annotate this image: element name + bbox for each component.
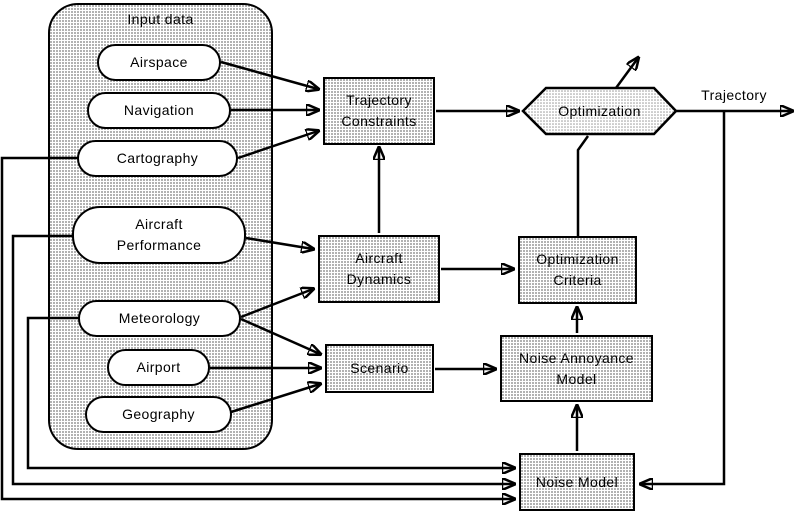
connector-optimization-iteration-arrow [614, 58, 638, 89]
connector-cartography-to-trajectory-constraints [237, 131, 318, 160]
input-data-title: Input data [127, 11, 194, 27]
optimization-label-wrap: Optimization [523, 88, 676, 134]
aircraft-performance-label: Aircraft Performance [116, 216, 202, 253]
noise-annoyance-model-label: Noise Annoyance Model [519, 349, 634, 387]
navigation-label: Navigation [123, 102, 195, 118]
connector-geography-to-scenario [230, 384, 320, 414]
connector-meteorology-to-aircraft-dynamics [240, 289, 313, 319]
box-aircraft-dynamics[interactable]: Aircraft Dynamics [318, 235, 440, 303]
airport-label: Airport [136, 359, 181, 375]
input-pill-cartography[interactable]: Cartography [77, 140, 238, 177]
input-pill-airspace[interactable]: Airspace [97, 44, 221, 81]
connector-aircraft-performance-to-aircraft-dynamics [245, 236, 313, 249]
optimization-hexagon[interactable] [521, 86, 678, 136]
input-pill-meteorology[interactable]: Meteorology [78, 300, 241, 337]
connector-meteorology-to-noise-model [26, 316, 514, 468]
aircraft-dynamics-label: Aircraft Dynamics [346, 250, 412, 287]
meteorology-label: Meteorology [118, 310, 201, 326]
input-pill-airport[interactable]: Airport [107, 349, 210, 386]
input-pill-navigation[interactable]: Navigation [87, 92, 231, 129]
scenario-label: Scenario [350, 360, 409, 376]
connector-meteorology-to-scenario [240, 317, 320, 354]
box-noise-model[interactable]: Noise Model [519, 453, 635, 511]
connector-aircraft-performance-to-noise-model [11, 234, 514, 484]
input-pill-geography[interactable]: Geography [85, 396, 232, 433]
box-scenario[interactable]: Scenario [325, 344, 434, 393]
connector-optimization-criteria-to-optimization [576, 135, 590, 236]
trajectory-output-label: Trajectory [701, 87, 767, 103]
box-trajectory-constraints[interactable]: Trajectory Constraints [323, 77, 435, 145]
input-pill-aircraft-performance[interactable]: Aircraft Performance [72, 206, 246, 264]
connector-trajectory-feedback-to-noise-model [641, 111, 726, 484]
optimization-criteria-label: Optimization Criteria [536, 251, 619, 288]
connector-airspace-to-trajectory-constraints [220, 60, 318, 89]
box-optimization-criteria[interactable]: Optimization Criteria [518, 236, 637, 304]
noise-model-label: Noise Model [535, 473, 619, 490]
geography-label: Geography [122, 406, 195, 422]
trajectory-constraints-label: Trajectory Constraints [341, 92, 417, 129]
cartography-label: Cartography [116, 150, 199, 166]
airspace-label: Airspace [130, 54, 188, 70]
box-noise-annoyance-model[interactable]: Noise Annoyance Model [500, 335, 653, 402]
optimization-label: Optimization [558, 103, 641, 119]
connector-cartography-to-noise-model [0, 156, 514, 499]
